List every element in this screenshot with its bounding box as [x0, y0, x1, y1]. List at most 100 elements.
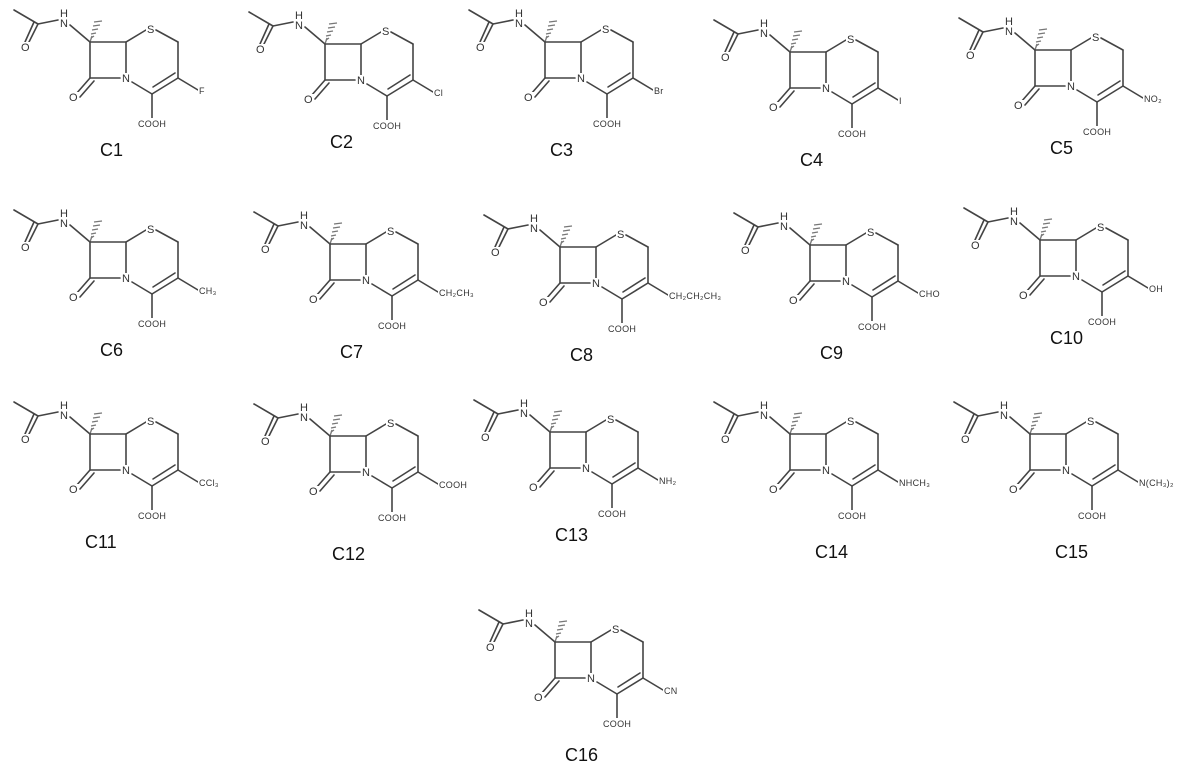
- sulfur-atom: S: [846, 416, 856, 428]
- substituent-group: CN: [663, 685, 679, 697]
- ring-nitrogen-atom: N: [821, 83, 831, 95]
- substituent-group: CH₂CH₃: [438, 287, 475, 299]
- lactam-oxygen-atom: O: [68, 92, 79, 104]
- substituent-group: Cl: [433, 87, 445, 99]
- acetyl-oxygen-atom: O: [260, 244, 271, 256]
- amide-nitrogen-atom: N: [759, 28, 769, 40]
- sulfur-atom: S: [866, 227, 876, 239]
- ring-nitrogen-atom: N: [576, 73, 586, 85]
- amide-hydrogen-atom: H: [1009, 206, 1019, 218]
- carboxyl-group: COOH: [857, 321, 888, 333]
- hashed-wedge-bond: [809, 223, 823, 246]
- amide-nitrogen-atom: N: [759, 410, 769, 422]
- lactam-oxygen-atom: O: [788, 295, 799, 307]
- carboxyl-group: COOH: [372, 120, 403, 132]
- amide-hydrogen-atom: H: [59, 208, 69, 220]
- acetyl-oxygen-atom: O: [485, 642, 496, 654]
- compound-label: C11: [85, 532, 117, 552]
- compound-label: C5: [1050, 138, 1074, 158]
- sulfur-atom: S: [146, 24, 156, 36]
- ring-nitrogen-atom: N: [591, 278, 601, 290]
- amide-nitrogen-atom: N: [514, 18, 524, 30]
- ring-nitrogen-atom: N: [581, 463, 591, 475]
- sulfur-atom: S: [616, 229, 626, 241]
- lactam-oxygen-atom: O: [303, 94, 314, 106]
- compound-label: C14: [815, 542, 849, 562]
- compound-structure-c16: H N O O S N COOH CN C16: [465, 600, 705, 780]
- molecule-skeleton: [468, 9, 654, 119]
- molecule-skeleton: [963, 207, 1149, 317]
- amide-hydrogen-atom: H: [59, 8, 69, 20]
- carboxyl-group: COOH: [377, 512, 408, 524]
- amide-nitrogen-atom: N: [779, 221, 789, 233]
- sulfur-atom: S: [386, 418, 396, 430]
- substituent-group: COOH: [438, 479, 469, 491]
- acetyl-oxygen-atom: O: [260, 436, 271, 448]
- compound-label: C12: [332, 544, 366, 564]
- carboxyl-group: COOH: [137, 510, 168, 522]
- compound-label: C4: [800, 150, 824, 170]
- lactam-oxygen-atom: O: [768, 484, 779, 496]
- amide-nitrogen-atom: N: [299, 220, 309, 232]
- compound-structure-c3: H N O O S N COOH Br C3: [455, 0, 695, 180]
- acetyl-oxygen-atom: O: [490, 247, 501, 259]
- amide-hydrogen-atom: H: [59, 400, 69, 412]
- compound-structure-c1: H N O O S N COOH F C1: [0, 0, 240, 180]
- hashed-wedge-bond: [89, 220, 103, 243]
- amide-hydrogen-atom: H: [514, 8, 524, 20]
- substituent-group: F: [198, 85, 206, 97]
- acetyl-oxygen-atom: O: [965, 50, 976, 62]
- substituent-group: NH₂: [658, 475, 678, 487]
- lactam-oxygen-atom: O: [1013, 100, 1024, 112]
- ring-nitrogen-atom: N: [1071, 271, 1081, 283]
- amide-hydrogen-atom: H: [779, 211, 789, 223]
- hashed-wedge-bond: [329, 222, 343, 245]
- hashed-wedge-bond: [1034, 28, 1048, 51]
- lactam-oxygen-atom: O: [68, 484, 79, 496]
- hashed-wedge-bond: [89, 412, 103, 435]
- compound-structure-c15: H N O O S N COOH N(CH₃)₂ C15: [940, 392, 1180, 572]
- hashed-wedge-bond: [549, 410, 563, 433]
- lactam-oxygen-atom: O: [523, 92, 534, 104]
- compound-structure-c9: H N O O S N COOH CHO C9: [720, 203, 960, 383]
- hashed-wedge-bond: [324, 22, 338, 45]
- compound-label: C3: [550, 140, 574, 160]
- amide-nitrogen-atom: N: [524, 618, 534, 630]
- hashed-wedge-bond: [329, 414, 343, 437]
- hashed-wedge-bond: [1029, 412, 1043, 435]
- compound-label: C7: [340, 342, 364, 362]
- ring-nitrogen-atom: N: [361, 467, 371, 479]
- amide-nitrogen-atom: N: [1004, 26, 1014, 38]
- carboxyl-group: COOH: [602, 718, 633, 730]
- compound-structure-c5: H N O O S N COOH NO₂ C5: [945, 8, 1185, 188]
- acetyl-oxygen-atom: O: [720, 52, 731, 64]
- acetyl-oxygen-atom: O: [475, 42, 486, 54]
- amide-hydrogen-atom: H: [299, 210, 309, 222]
- hashed-wedge-bond: [89, 20, 103, 43]
- ring-nitrogen-atom: N: [1061, 465, 1071, 477]
- molecule-skeleton: [13, 209, 199, 319]
- lactam-oxygen-atom: O: [308, 486, 319, 498]
- sulfur-atom: S: [1086, 416, 1096, 428]
- substituent-group: CHO: [918, 288, 941, 300]
- lactam-oxygen-atom: O: [1008, 484, 1019, 496]
- compound-label: C2: [330, 132, 354, 152]
- sulfur-atom: S: [611, 624, 621, 636]
- amide-nitrogen-atom: N: [294, 20, 304, 32]
- hashed-wedge-bond: [544, 20, 558, 43]
- molecule-skeleton: [958, 17, 1144, 127]
- molecule-skeleton: [253, 211, 439, 321]
- amide-nitrogen-atom: N: [519, 408, 529, 420]
- carboxyl-group: COOH: [837, 510, 868, 522]
- substituent-group: CH₂CH₂CH₃: [668, 290, 723, 302]
- amide-nitrogen-atom: N: [59, 410, 69, 422]
- substituent-group: OH: [1148, 283, 1165, 295]
- acetyl-oxygen-atom: O: [255, 44, 266, 56]
- compound-structure-c8: H N O O S N COOH CH₂CH₂CH₃ C8: [470, 205, 723, 385]
- carboxyl-group: COOH: [1077, 510, 1108, 522]
- ring-nitrogen-atom: N: [121, 273, 131, 285]
- amide-nitrogen-atom: N: [299, 412, 309, 424]
- carboxyl-group: COOH: [137, 318, 168, 330]
- ring-nitrogen-atom: N: [821, 465, 831, 477]
- acetyl-oxygen-atom: O: [20, 42, 31, 54]
